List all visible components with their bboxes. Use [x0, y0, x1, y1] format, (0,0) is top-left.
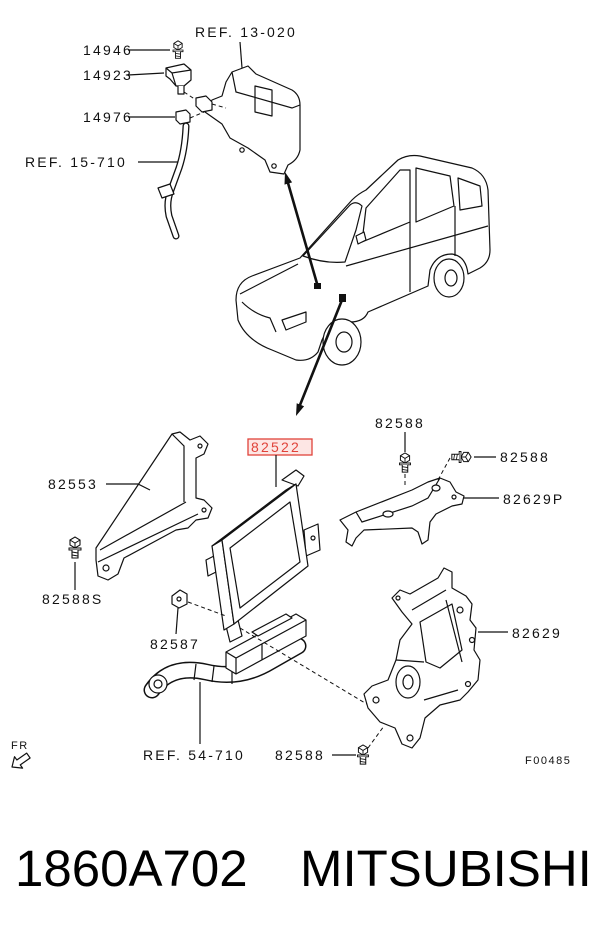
dashed-guide — [183, 91, 227, 119]
sensor-nipple — [177, 86, 185, 95]
vehicle-headlight — [281, 311, 307, 331]
arrow-to-sensor-bracket — [286, 182, 320, 288]
callout-ref-13-020: REF. 13-020 — [195, 24, 297, 40]
vehicle-mirror — [355, 231, 367, 245]
ecu-connector-latch — [251, 613, 293, 637]
callout-14923: 14923 — [83, 67, 133, 83]
callout-ref-15-710: REF. 15-710 — [25, 154, 127, 170]
bracket-82629P-hole — [431, 484, 441, 492]
leader-82587 — [175, 607, 179, 635]
bracket-82629P-hole — [382, 510, 394, 518]
callout-82629: 82629 — [512, 625, 562, 641]
clip-82587-hole — [176, 596, 182, 602]
bolt-82588S — [68, 536, 82, 559]
harness-grommet-inner — [153, 679, 163, 689]
brand-name: MITSUBISHI — [300, 840, 592, 897]
bolt-82588-right-shape — [451, 450, 472, 464]
callout-82588S: 82588S — [42, 591, 103, 607]
bracket-82629-hole — [468, 636, 476, 644]
ecu-tab-hole — [310, 535, 316, 541]
ecu-top-tab — [281, 469, 305, 487]
callout-82588-lower: 82588 — [275, 747, 325, 763]
figure-code: F00485 — [525, 755, 571, 767]
vehicle-rear-window — [415, 167, 455, 223]
ecu-connector-edges — [225, 619, 307, 674]
sensor-connector-line — [165, 67, 192, 87]
bracket-slot — [254, 85, 273, 117]
vacuum-fitting — [195, 95, 213, 113]
callout-82522: 82522 — [251, 439, 301, 455]
bracket-82553-hole — [197, 443, 203, 449]
bracket-82629-boss-inner — [402, 674, 414, 690]
callout-14946: 14946 — [83, 42, 133, 58]
bracket-82553-hole — [201, 507, 207, 513]
bracket-82629-hole — [406, 734, 414, 742]
clip-14976 — [175, 109, 191, 125]
dashed-guide — [239, 627, 371, 707]
bracket-82629-ribs — [395, 589, 463, 701]
bracket-hole — [239, 147, 245, 153]
part-number: 1860A702 — [15, 840, 248, 897]
callout-82587: 82587 — [150, 636, 200, 652]
ecu-inner-face — [229, 501, 301, 609]
callout-82629P: 82629P — [503, 491, 564, 507]
bolt-82588-lower — [356, 744, 370, 765]
bracket-82629-hole — [372, 696, 380, 704]
vehicle-windshield — [302, 202, 363, 263]
front-label: FR — [11, 740, 29, 752]
sensor-14923 — [165, 63, 192, 87]
harness-ref-54-710 — [145, 639, 305, 697]
bracket-ref-13-020 — [204, 65, 301, 175]
callout-82553: 82553 — [48, 476, 98, 492]
vehicle-door-line — [409, 206, 456, 292]
bolt-82588-right — [451, 450, 472, 464]
bracket-82629-hole — [464, 680, 472, 688]
vehicle-grille — [241, 301, 277, 333]
vehicle-rear-hub — [444, 269, 458, 287]
bracket-82629-hole — [456, 606, 464, 614]
bracket-82629 — [363, 567, 481, 749]
bracket-hole — [271, 163, 277, 169]
bracket-82629P-hole — [451, 494, 457, 500]
vehicle-front-hub — [335, 331, 353, 353]
leader-82553 — [106, 483, 151, 491]
hose-fitting — [157, 183, 175, 199]
bracket-82629P — [339, 477, 465, 547]
arrow-head-down — [296, 403, 305, 416]
dashed-guide — [367, 725, 385, 749]
vehicle-side-crease — [345, 225, 489, 267]
ecu-assembly: 82588 82522 82588 82553 82629P 82588S 82… — [42, 415, 564, 765]
bracket-82629-hole — [395, 595, 401, 601]
front-direction-indicator: FR — [11, 740, 31, 769]
bracket-82553-hole — [102, 564, 110, 572]
bolt-82588-upper — [398, 452, 412, 473]
bracket-82553-ribs — [97, 433, 199, 563]
front-arrow-icon — [11, 752, 31, 769]
vehicle-illustration — [235, 154, 491, 416]
bolt-14946 — [172, 40, 184, 59]
arrow-head-up — [284, 172, 293, 185]
dashed-guide — [404, 457, 451, 486]
sensor-bracket-assembly: REF. 13-020 14946 14923 14976 REF. 15-71… — [25, 24, 301, 240]
leader-ref-13-020 — [239, 41, 243, 69]
bracket-bend-line — [231, 71, 301, 109]
vehicle-hood-crease — [239, 263, 299, 295]
callout-82588-right: 82588 — [500, 449, 550, 465]
vehicle-quarter-window — [457, 177, 483, 211]
highlight-box — [247, 438, 313, 456]
callout-ref-54-710: REF. 54-710 — [143, 747, 245, 763]
callout-82588-upper: 82588 — [375, 415, 425, 431]
bracket-82629P-bend — [355, 477, 441, 523]
leader-14923 — [127, 72, 165, 76]
arrow-to-ecu — [298, 299, 344, 406]
callout-14976: 14976 — [83, 109, 133, 125]
location-marker-ecu — [339, 294, 346, 302]
bracket-82553 — [95, 431, 213, 581]
